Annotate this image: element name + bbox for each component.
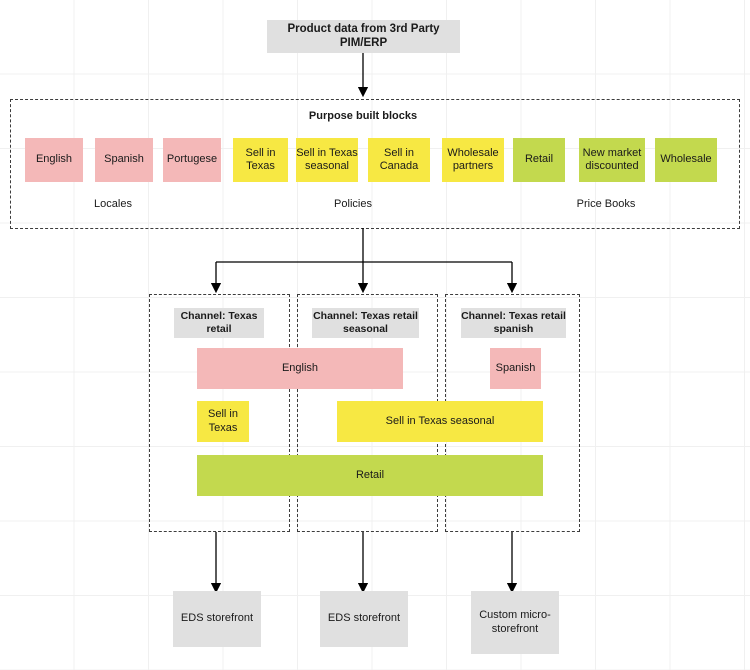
output-custom-micro-storefront[interactable]: Custom micro-storefront	[471, 591, 559, 654]
purpose-block-wholesale[interactable]: Wholesale	[655, 138, 717, 182]
channel-block-sell-in-texas[interactable]: Sell in Texas	[197, 401, 249, 442]
output-eds-storefront-2[interactable]: EDS storefront	[320, 591, 408, 647]
purpose-block-retail[interactable]: Retail	[513, 138, 565, 182]
purpose-block-new-market-discounted[interactable]: New market discounted	[579, 138, 645, 182]
purpose-built-blocks-container	[10, 99, 740, 229]
group-label-price-books: Price Books	[576, 198, 636, 210]
purpose-block-sell-in-texas-seasonal[interactable]: Sell in Texas seasonal	[296, 138, 358, 182]
channel-title-1: Channel: Texas retail	[174, 308, 264, 338]
purpose-block-portugese[interactable]: Portugese	[163, 138, 221, 182]
channel-title-3: Channel: Texas retail spanish	[461, 308, 566, 338]
purpose-block-spanish[interactable]: Spanish	[95, 138, 153, 182]
channel-title-2: Channel: Texas retail seasonal	[312, 308, 419, 338]
output-eds-storefront-1[interactable]: EDS storefront	[173, 591, 261, 647]
channel-block-sell-in-texas-seasonal[interactable]: Sell in Texas seasonal	[337, 401, 543, 442]
channel-block-english[interactable]: English	[197, 348, 403, 389]
purpose-block-english[interactable]: English	[25, 138, 83, 182]
purpose-block-sell-in-texas[interactable]: Sell in Texas	[233, 138, 288, 182]
source-node[interactable]: Product data from 3rd Party PIM/ERP	[267, 20, 460, 53]
channel-block-retail[interactable]: Retail	[197, 455, 543, 496]
channel-container-1	[149, 294, 290, 532]
purpose-block-sell-in-canada[interactable]: Sell in Canada	[368, 138, 430, 182]
purpose-block-wholesale-partners[interactable]: Wholesale partners	[442, 138, 504, 182]
group-label-locales: Locales	[94, 198, 132, 210]
channel-block-spanish[interactable]: Spanish	[490, 348, 541, 389]
purpose-built-blocks-title: Purpose built blocks	[308, 110, 418, 122]
group-label-policies: Policies	[334, 198, 372, 210]
